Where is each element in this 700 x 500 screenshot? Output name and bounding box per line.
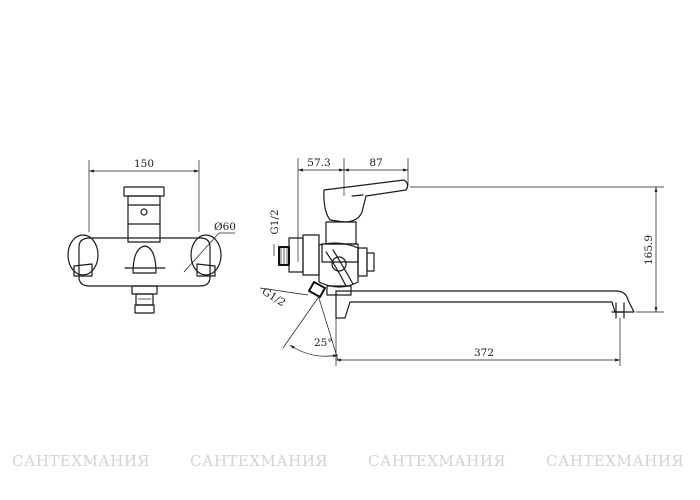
dim-spout-length: 372 <box>474 347 494 359</box>
dim-spout-offset-b: 87 <box>369 157 382 169</box>
dim-thread-top: G1/2 <box>269 209 281 234</box>
dim-spout-offset-a: 57.3 <box>307 157 330 169</box>
watermark-2: САНТЕХМАНИЯ <box>190 452 329 470</box>
dim-angle: 25° <box>314 337 333 349</box>
watermark-4: САНТЕХМАНИЯ <box>546 452 685 470</box>
watermark-1: САНТЕХМАНИЯ <box>12 452 151 470</box>
dim-front-width: 150 <box>134 158 154 170</box>
watermark-3: САНТЕХМАНИЯ <box>368 452 507 470</box>
side-view: 57.3 87 165.9 <box>260 157 664 366</box>
dim-height: 165.9 <box>643 235 655 265</box>
dim-thread-bottom: G1/2 <box>260 286 288 310</box>
front-view: 150 Ø60 <box>67 158 236 314</box>
dim-diameter: Ø60 <box>214 221 236 233</box>
